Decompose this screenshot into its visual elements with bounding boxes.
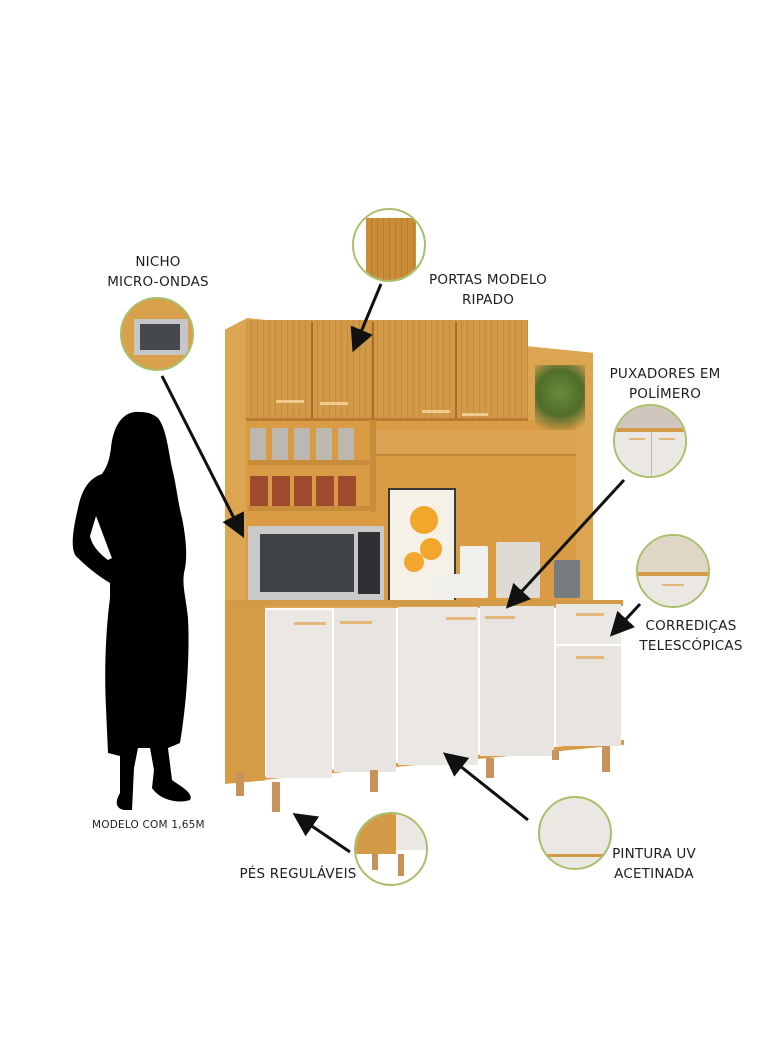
base-door bbox=[398, 607, 478, 765]
foot bbox=[552, 750, 559, 760]
door-gap bbox=[372, 322, 374, 418]
canister bbox=[428, 574, 464, 598]
arrow-puxadores bbox=[505, 478, 626, 609]
silhouette-caption: MODELO COM 1,65M bbox=[92, 819, 205, 831]
door-handle bbox=[576, 656, 604, 659]
door-handle bbox=[446, 617, 476, 620]
arrow-portas bbox=[350, 283, 383, 353]
jars-top bbox=[250, 428, 358, 460]
label-line: CORREDIÇAS bbox=[645, 618, 737, 634]
valance bbox=[376, 430, 576, 456]
foot bbox=[236, 772, 244, 796]
door-handle bbox=[294, 622, 326, 625]
base-door bbox=[266, 610, 332, 778]
detail-circle-paint bbox=[538, 796, 612, 870]
arrow-nicho bbox=[160, 375, 245, 539]
utensil-holder bbox=[554, 560, 580, 598]
label-line: PORTAS MODELO bbox=[429, 272, 547, 288]
microwave-panel bbox=[358, 532, 380, 594]
label-line: ACETINADA bbox=[614, 866, 694, 882]
base-door bbox=[334, 608, 396, 772]
label-line: PUXADORES EM bbox=[609, 366, 721, 382]
label-line: TELESCÓPICAS bbox=[639, 638, 743, 654]
label-pes-regulaveis: PÉS REGULÁVEIS bbox=[236, 864, 360, 884]
ripado-doors bbox=[246, 320, 528, 421]
foot bbox=[486, 758, 494, 778]
base-door bbox=[556, 646, 621, 746]
arrow-pintura bbox=[442, 752, 529, 822]
label-pintura: PINTURA UV ACETINADA bbox=[604, 844, 704, 884]
door-gap bbox=[455, 322, 457, 418]
label-line: RIPADO bbox=[461, 292, 515, 308]
detail-circle-ripado bbox=[352, 208, 426, 282]
label-line: NICHO bbox=[135, 254, 181, 270]
shelf bbox=[248, 506, 370, 511]
label-line: PÉS REGULÁVEIS bbox=[239, 866, 357, 882]
detail-circle-microwave bbox=[120, 297, 194, 371]
orange-print bbox=[388, 488, 456, 602]
label-corredicas: CORREDIÇAS TELESCÓPICAS bbox=[636, 616, 746, 656]
foot bbox=[272, 782, 280, 812]
canister bbox=[460, 546, 488, 598]
arrow-corredicas bbox=[609, 602, 642, 637]
base-door bbox=[480, 606, 554, 756]
label-portas-ripado: PORTAS MODELO RIPADO bbox=[424, 270, 552, 310]
microwave-window bbox=[260, 534, 354, 592]
door-gap bbox=[311, 322, 313, 418]
person-silhouette bbox=[72, 411, 191, 810]
detail-circle-slides bbox=[636, 534, 710, 608]
foot bbox=[370, 770, 378, 792]
door-handle bbox=[340, 621, 372, 624]
countertop bbox=[225, 600, 623, 606]
microwave bbox=[248, 526, 384, 602]
door-handle bbox=[485, 616, 515, 619]
drawer-handle bbox=[576, 613, 604, 616]
detail-circle-handles bbox=[613, 404, 687, 478]
upper-handle bbox=[320, 402, 348, 405]
label-puxadores: PUXADORES EM POLÍMERO bbox=[602, 364, 728, 404]
arrow-pes bbox=[292, 812, 351, 854]
label-line: POLÍMERO bbox=[628, 386, 702, 402]
jars-bottom bbox=[250, 476, 358, 506]
label-nicho-micro-ondas: NICHO MICRO-ONDAS bbox=[96, 252, 220, 292]
label-line: PINTURA UV bbox=[612, 846, 696, 862]
upper-handle bbox=[422, 410, 450, 413]
base-side bbox=[225, 606, 265, 784]
shelf-divider bbox=[370, 420, 376, 512]
upper-handle bbox=[462, 413, 488, 416]
label-line: MICRO-ONDAS bbox=[107, 274, 209, 290]
upper-handle bbox=[276, 400, 304, 403]
shelf bbox=[248, 460, 370, 465]
detail-circle-feet bbox=[354, 812, 428, 886]
foot bbox=[602, 746, 610, 772]
